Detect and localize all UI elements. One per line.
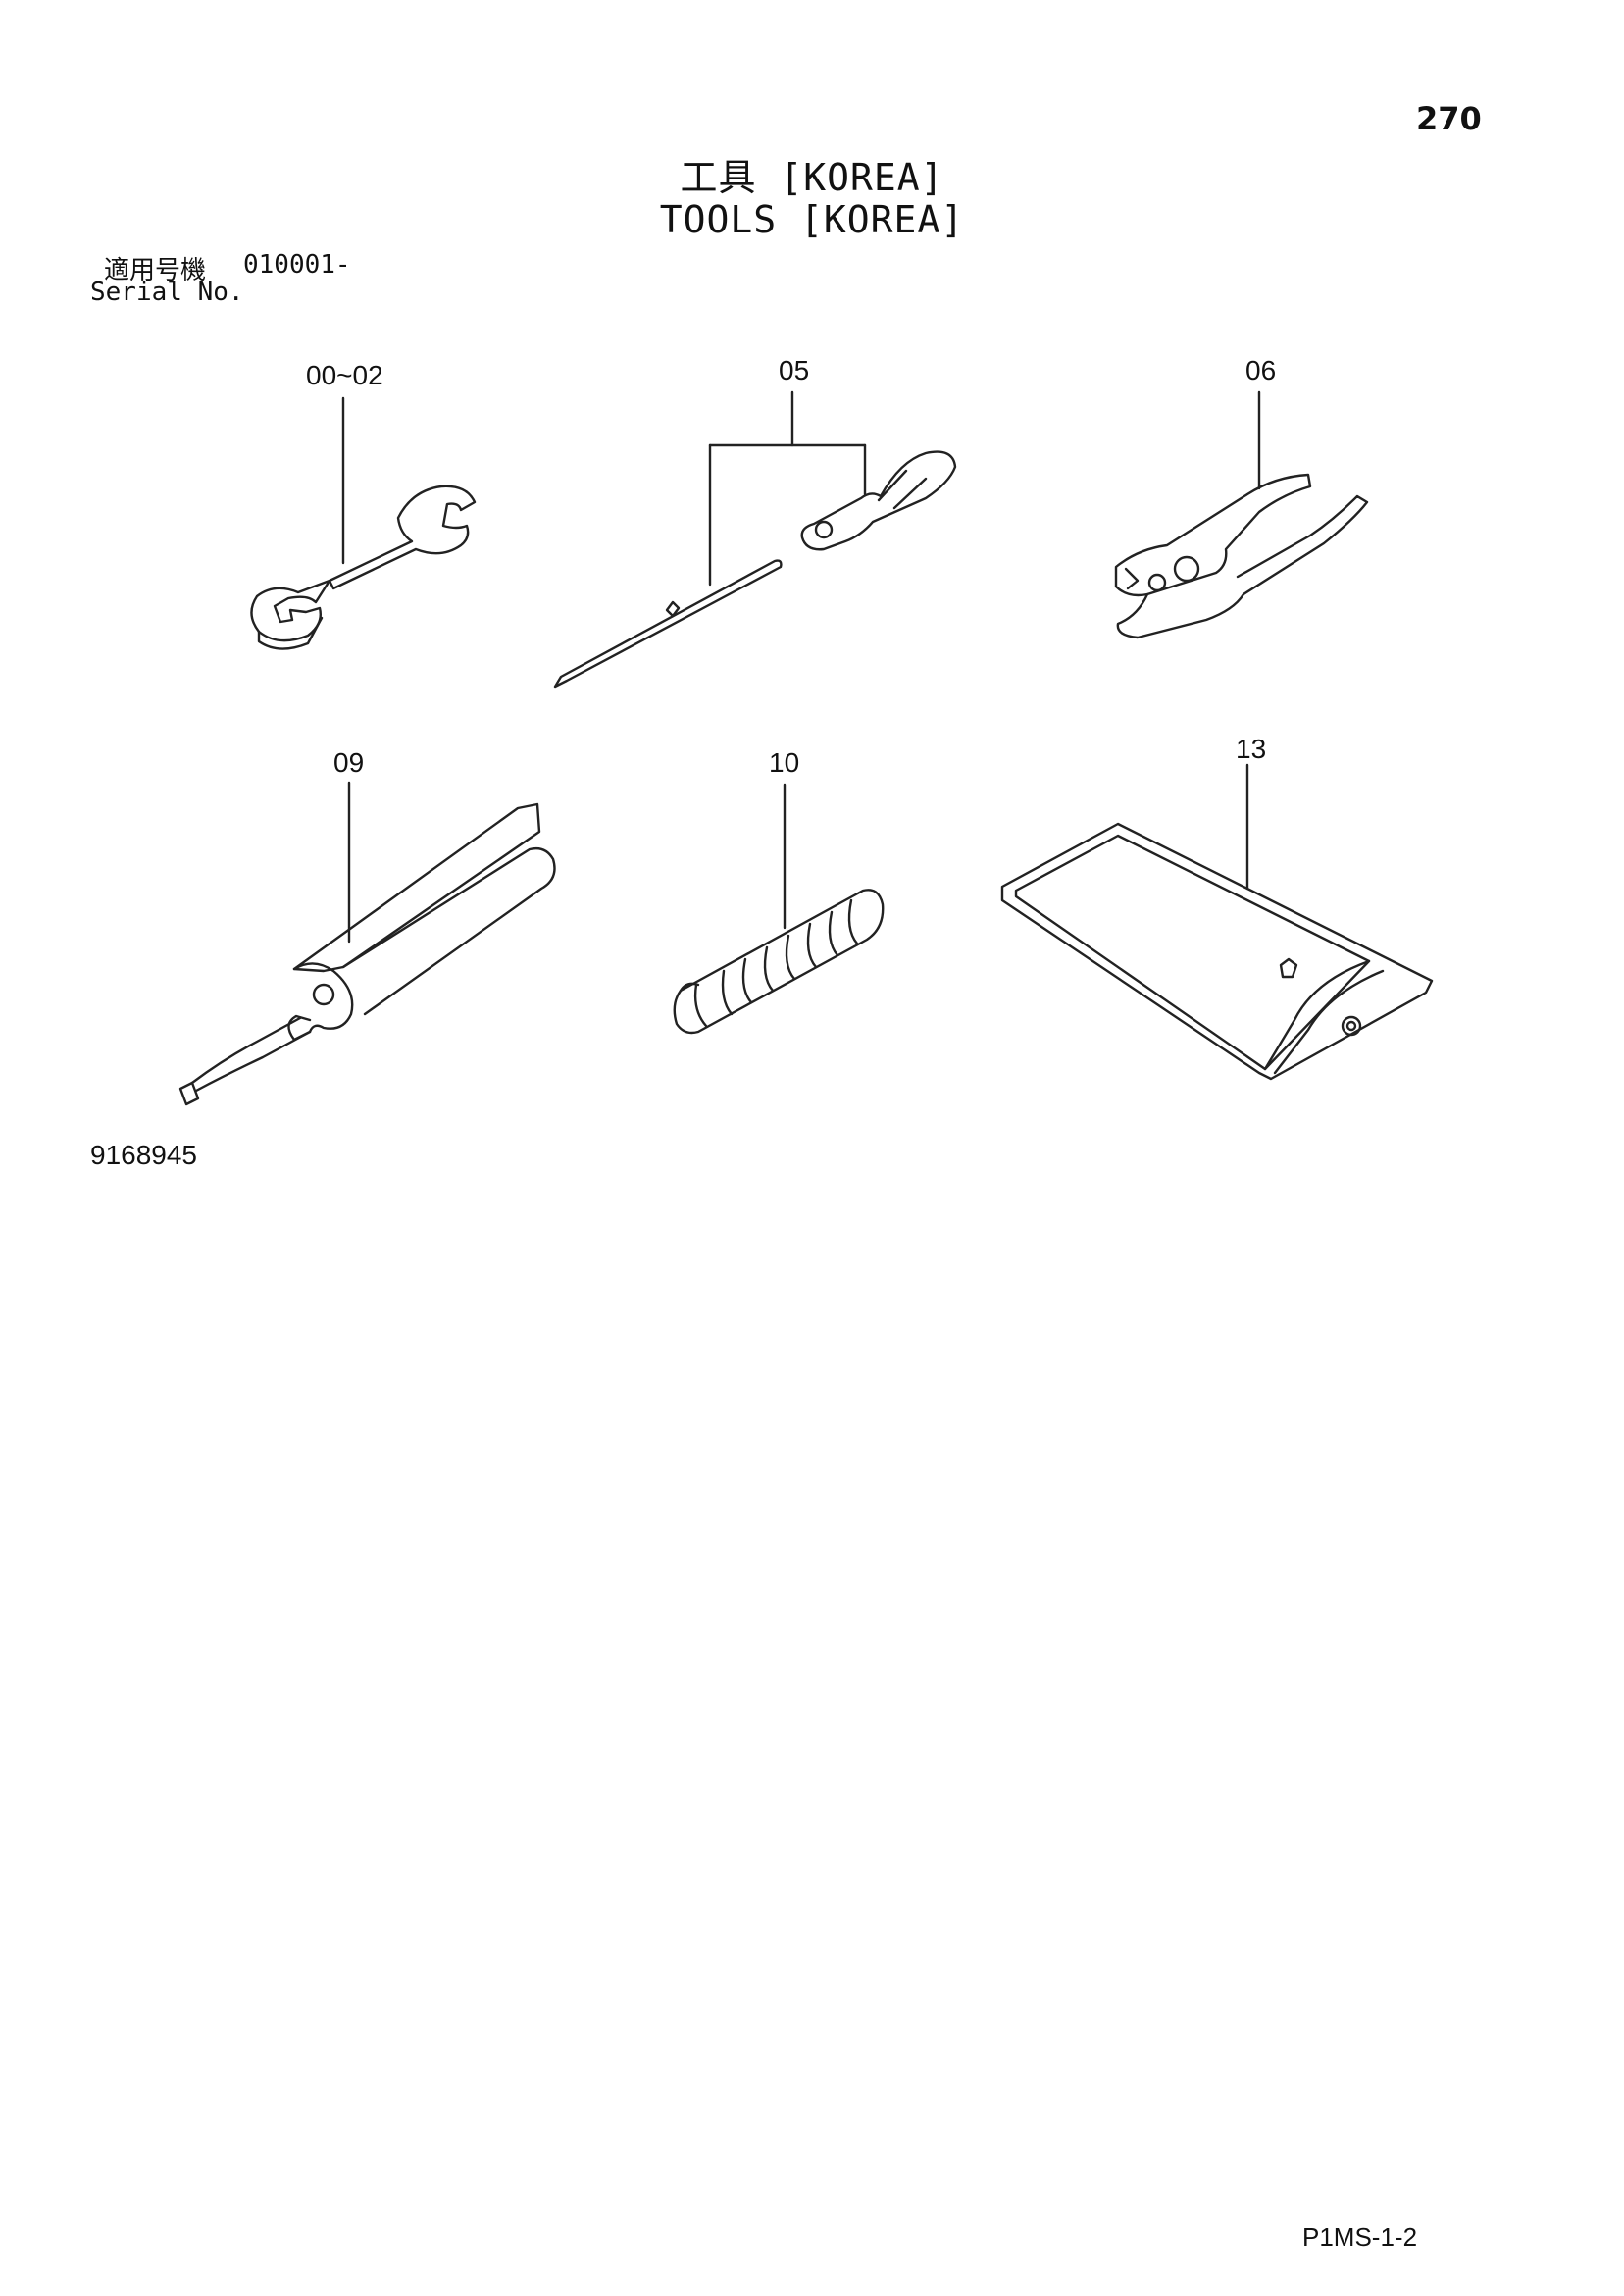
- document-code: P1MS-1-2: [1302, 2222, 1418, 2252]
- spring-drawing: [673, 783, 885, 1035]
- page-number: 270: [1416, 100, 1482, 137]
- screwdriver-drawing: [553, 390, 957, 689]
- serial-range: 010001-: [243, 250, 351, 280]
- callout-grease-gun: 09: [333, 747, 365, 778]
- page-title-japanese: 工具 [KOREA]: [680, 156, 944, 199]
- pliers-drawing: [1114, 390, 1369, 639]
- diagram-code: 9168945: [90, 1140, 198, 1170]
- callout-spring: 10: [769, 747, 800, 778]
- serial-label-japanese: 適用号機: [104, 256, 207, 285]
- tool-bag-drawing: [1000, 763, 1434, 1081]
- callout-screwdriver: 05: [779, 355, 810, 385]
- wrench-drawing: [250, 396, 477, 650]
- serial-label-english: Serial No.: [90, 278, 244, 307]
- callout-wrench: 00~02: [306, 360, 383, 390]
- page-title-english: TOOLS [KOREA]: [659, 198, 965, 241]
- grease-gun-drawing: [178, 781, 556, 1106]
- callout-tool-bag: 13: [1236, 734, 1267, 764]
- callout-pliers: 06: [1245, 355, 1277, 385]
